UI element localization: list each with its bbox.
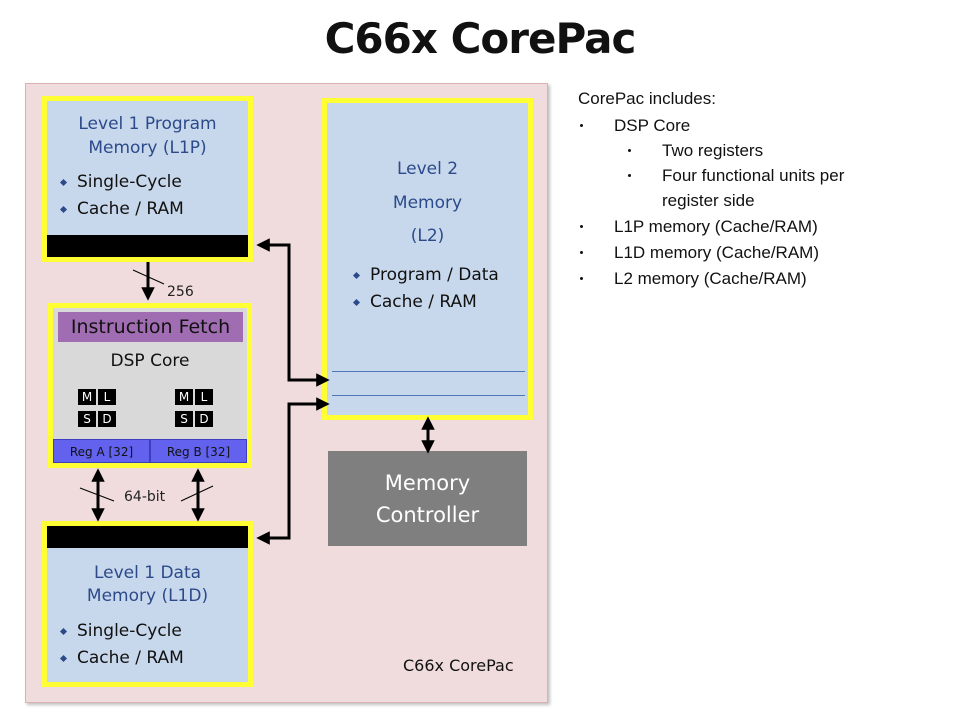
side-item-functional-units: Four functional units per [578, 163, 948, 188]
unit-a-l: L [98, 389, 116, 405]
l2-divider-1 [332, 371, 525, 372]
l1p-l2-bus [256, 238, 330, 387]
l1d-memory-block: Level 1 Data Memory (L1D) Single-Cycle C… [42, 521, 253, 687]
l2-divider-2 [332, 395, 525, 396]
l1d-title-line1: Level 1 Data [93, 563, 202, 583]
data-bus-tick-a [79, 487, 115, 502]
l1d-l2-bus [256, 397, 330, 545]
l2-bullets: Program / Data Cache / RAM [352, 262, 499, 316]
side-item-functional-units-cont: register side [662, 191, 755, 210]
data-bus-tick-b [180, 485, 214, 502]
l1d-port-bar [47, 526, 248, 548]
l2-title-line1: Level 2 [396, 159, 459, 179]
program-bus-tick [132, 269, 165, 285]
l1p-memory-block: Level 1 Program Memory (L1P) Single-Cycl… [42, 96, 253, 262]
unit-b-m: M [175, 389, 193, 405]
instruction-fetch: Instruction Fetch [58, 312, 243, 342]
unit-a-m: M [78, 389, 96, 405]
l1p-bullets: Single-Cycle Cache / RAM [59, 169, 184, 223]
side-item-two-registers: Two registers [578, 138, 948, 163]
memory-controller-line1: Memory [384, 471, 471, 495]
l1d-bullet-1: Single-Cycle [59, 618, 184, 645]
side-item-l1d: L1D memory (Cache/RAM) [578, 240, 948, 265]
dsp-core-block: Instruction Fetch DSP Core M L S D M L S… [48, 303, 252, 468]
side-heading: CorePac includes: [578, 89, 716, 108]
dsp-core-label: DSP Core [110, 351, 190, 371]
l2-bullet-1: Program / Data [352, 262, 499, 289]
l2-title-line3: (L2) [410, 226, 445, 246]
l1d-title-line2: Memory (L1D) [86, 586, 209, 606]
register-a: Reg A [32] [53, 439, 150, 463]
unit-b-l: L [195, 389, 213, 405]
memory-controller: Memory Controller [328, 451, 527, 546]
data-bus-width-label: 64-bit [124, 489, 166, 505]
memory-controller-line2: Controller [375, 503, 480, 527]
corepac-label: C66x CorePac [403, 656, 514, 675]
l1p-title-line1: Level 1 Program [78, 114, 217, 134]
l1p-bullet-2: Cache / RAM [59, 196, 184, 223]
page-title: C66x CorePac [324, 14, 637, 63]
unit-a-s: S [78, 411, 96, 427]
side-item-l2: L2 memory (Cache/RAM) [578, 266, 948, 291]
side-item-l1p: L1P memory (Cache/RAM) [578, 214, 948, 239]
l1d-bullet-2: Cache / RAM [59, 645, 184, 672]
unit-b-d: D [195, 411, 213, 427]
l2-title-line2: Memory [392, 193, 463, 213]
side-item-dsp-core: DSP Core [578, 113, 948, 138]
l1p-port-bar [47, 235, 248, 257]
unit-b-s: S [175, 411, 193, 427]
corepac-includes-list: CorePac includes: DSP Core Two registers… [578, 86, 948, 291]
l1p-bullet-1: Single-Cycle [59, 169, 184, 196]
l1p-title-line2: Memory (L1P) [88, 138, 207, 158]
unit-a-d: D [98, 411, 116, 427]
l1d-bullets: Single-Cycle Cache / RAM [59, 618, 184, 672]
l2-bullet-2: Cache / RAM [352, 289, 499, 316]
l2-memory-block: Level 2 Memory (L2) Program / Data Cache… [322, 98, 533, 420]
register-b: Reg B [32] [150, 439, 247, 463]
program-bus-width-label: 256 [167, 284, 194, 300]
